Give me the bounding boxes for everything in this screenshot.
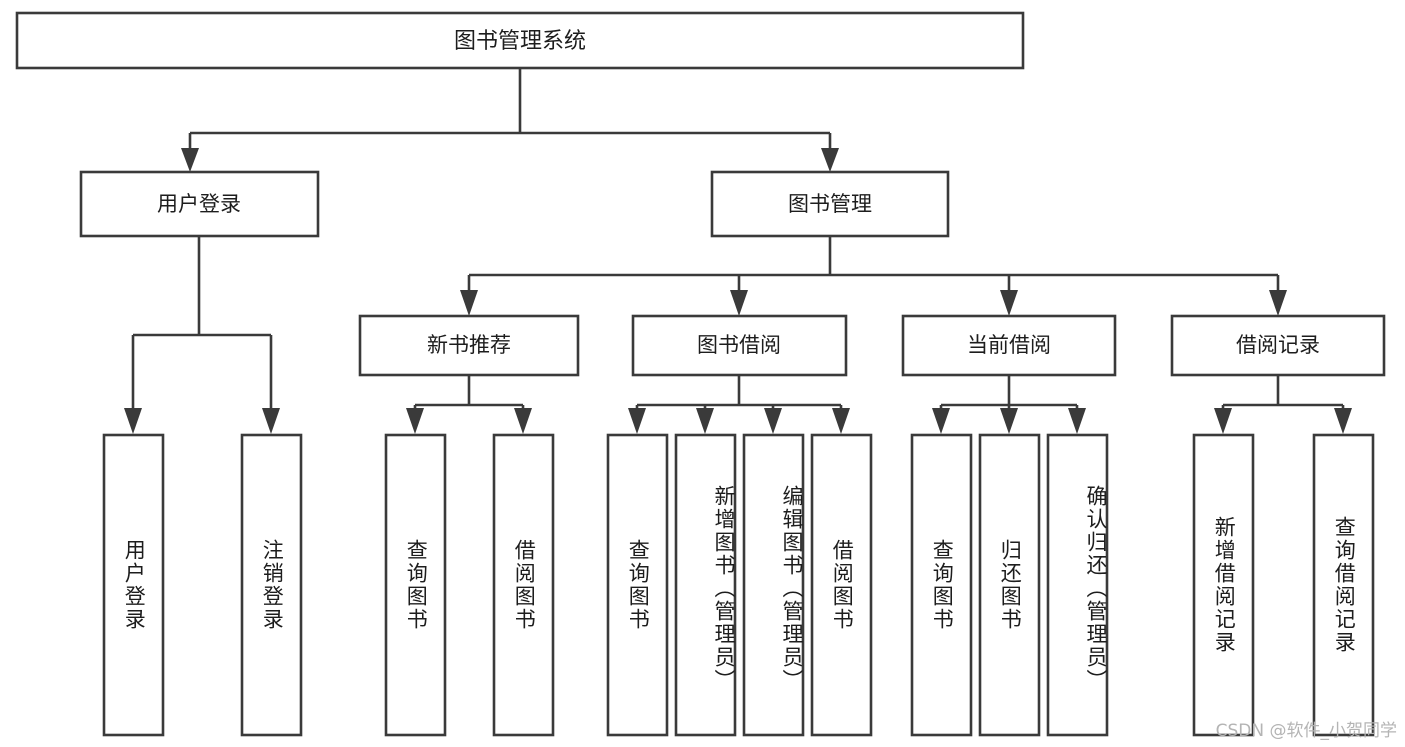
node-borrow-record-box[interactable]: [1170, 314, 1386, 377]
connector-userlogin-to-leaves: [124, 236, 280, 434]
arrow-head-icon: [262, 408, 280, 434]
leaf-box-book-borrow-3[interactable]: [742, 433, 805, 737]
node-root-label: 图书管理系统: [454, 29, 586, 54]
leaf-box-book-borrow-4[interactable]: [810, 433, 873, 737]
arrow-head-icon: [1000, 290, 1018, 316]
leaf-box-new-book-2[interactable]: [492, 433, 555, 737]
node-current-borrow-label: 当前借阅: [967, 333, 1051, 357]
leaf-box-borrow-record-2[interactable]: [1312, 433, 1375, 737]
connector-newbook-to-leaves: [406, 375, 532, 434]
node-book-borrow-label: 图书借阅: [697, 333, 781, 357]
node-user-login-label: 用户登录: [157, 192, 241, 216]
arrow-head-icon: [1214, 408, 1232, 434]
node-book-management[interactable]: 图书管理: [710, 170, 950, 238]
node-current-borrow-box[interactable]: [901, 314, 1117, 377]
node-book-management-label: 图书管理: [788, 192, 872, 216]
node-borrow-record[interactable]: 借阅记录: [1170, 314, 1386, 377]
arrow-head-icon: [1269, 290, 1287, 316]
arrow-head-icon: [514, 408, 532, 434]
node-new-book-recommend-box[interactable]: [358, 314, 580, 377]
node-borrow-record-label: 借阅记录: [1236, 333, 1320, 357]
arrow-head-icon: [932, 408, 950, 434]
arrow-head-icon: [832, 408, 850, 434]
leaf-box-current-borrow-1[interactable]: [910, 433, 973, 737]
node-book-borrow[interactable]: 图书借阅: [631, 314, 848, 377]
arrow-head-icon: [696, 408, 714, 434]
node-book-borrow-box[interactable]: [631, 314, 848, 377]
node-root-box[interactable]: [15, 11, 1025, 70]
leaf-box-current-borrow-3[interactable]: [1046, 433, 1109, 737]
connector-root-to-level2: [181, 69, 839, 172]
node-user-login-box[interactable]: [79, 170, 320, 238]
watermark-text: CSDN @软件_小贺同学: [1215, 721, 1397, 741]
leaf-box-user-login-1[interactable]: [102, 433, 165, 737]
connector-borrowrecord-to-leaves: [1214, 375, 1352, 434]
leaf-box-user-login-2[interactable]: [240, 433, 303, 737]
arrow-head-icon: [628, 408, 646, 434]
connector-currentborrow-to-leaves: [932, 375, 1086, 434]
arrow-head-icon: [1334, 408, 1352, 434]
arrow-head-icon: [764, 408, 782, 434]
leaf-box-borrow-record-1[interactable]: [1192, 433, 1255, 737]
connector-bookmgmt-to-level3: [460, 236, 1287, 316]
leaf-box-new-book-1[interactable]: [384, 433, 447, 737]
connector-bookborrow-to-leaves: [628, 375, 850, 434]
node-new-book-recommend-label: 新书推荐: [427, 333, 511, 357]
arrow-head-icon: [406, 408, 424, 434]
arrow-head-icon: [181, 148, 199, 172]
arrow-head-icon: [821, 148, 839, 172]
node-book-management-box[interactable]: [710, 170, 950, 238]
leaf-box-book-borrow-2[interactable]: [674, 433, 737, 737]
node-root[interactable]: 图书管理系统: [15, 11, 1025, 70]
arrow-head-icon: [1068, 408, 1086, 434]
arrow-head-icon: [730, 290, 748, 316]
leaf-box-current-borrow-2[interactable]: [978, 433, 1041, 737]
arrow-head-icon: [1000, 408, 1018, 434]
node-current-borrow[interactable]: 当前借阅: [901, 314, 1117, 377]
node-user-login[interactable]: 用户登录: [79, 170, 320, 238]
leaf-box-book-borrow-1[interactable]: [606, 433, 669, 737]
arrow-head-icon: [460, 290, 478, 316]
node-new-book-recommend[interactable]: 新书推荐: [358, 314, 580, 377]
arrow-head-icon: [124, 408, 142, 434]
